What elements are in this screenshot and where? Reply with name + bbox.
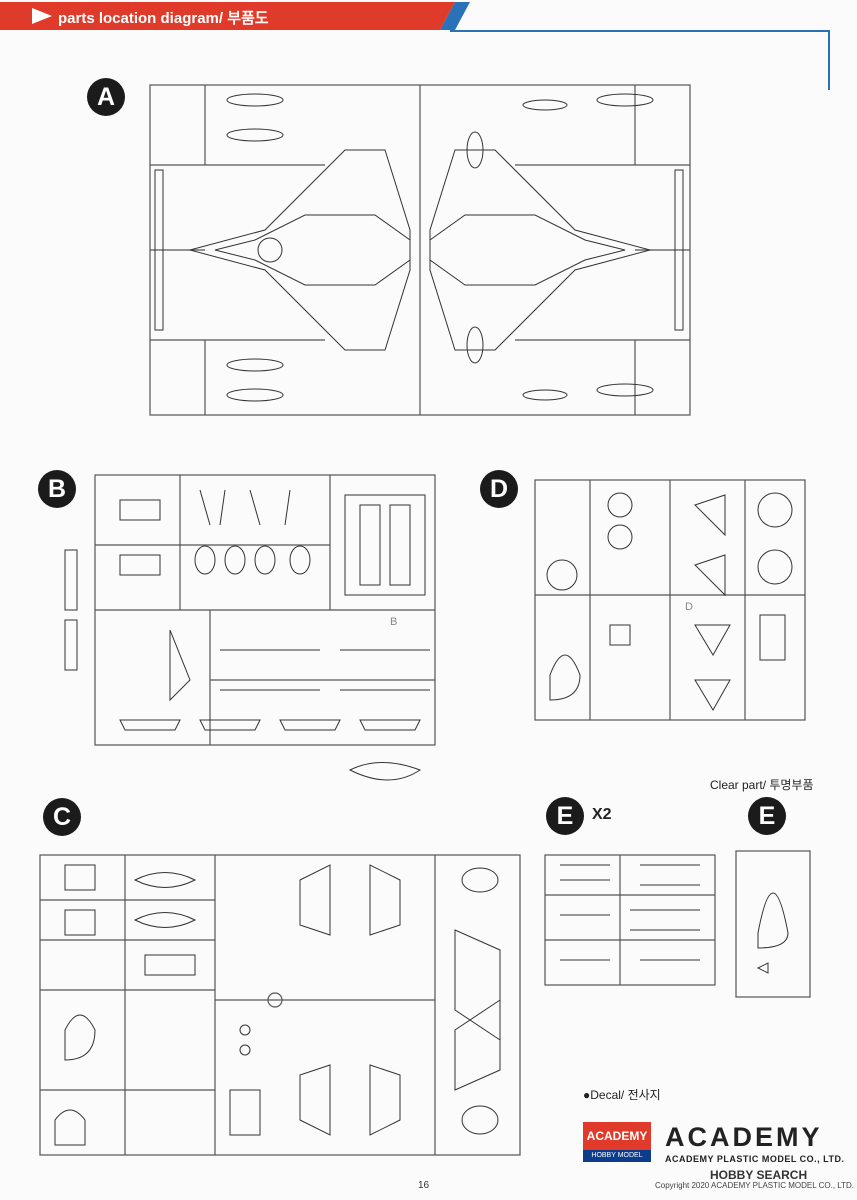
decal-caption: ●Decal/ 전사지 (583, 1088, 661, 1102)
header-rule (450, 30, 830, 32)
sprue-e1 (544, 854, 716, 986)
multiplier-label: X2 (592, 806, 612, 823)
sprue-e2 (735, 850, 811, 998)
brand-name: ACADEMY (665, 1122, 823, 1152)
header-banner (0, 2, 470, 30)
section-label-b: B (38, 470, 76, 508)
clear-part-caption: Clear part/ 투명부품 (710, 778, 814, 792)
section-label-e1: E (546, 797, 584, 835)
sprue-b-letter: B (390, 616, 397, 628)
page-number: 16 (418, 1180, 430, 1191)
page-title: parts location diagram/ 부품도 (58, 10, 269, 27)
sprue-b: B (64, 474, 436, 781)
logo-top-text: ACADEMY (583, 1122, 651, 1150)
page-header: parts location diagram/ 부품도 (0, 0, 470, 32)
watermark: HOBBY SEARCH (710, 1168, 808, 1182)
brand-subtitle: ACADEMY PLASTIC MODEL CO., LTD. (665, 1154, 845, 1164)
sprue-d: D (534, 479, 806, 721)
section-label-c: C (43, 798, 81, 836)
section-label-e2: E (748, 797, 786, 835)
section-label-a: A (87, 78, 125, 116)
sprue-a (149, 84, 691, 416)
copyright: Copyright 2020 ACADEMY PLASTIC MODEL CO.… (655, 1181, 855, 1190)
sprue-d-letter: D (685, 601, 693, 613)
section-label-d: D (480, 470, 518, 508)
academy-logo: ACADEMY HOBBY MODEL KITS (583, 1122, 651, 1171)
logo-bottom-text: HOBBY MODEL KITS (583, 1150, 651, 1171)
header-rule-vertical (828, 30, 830, 90)
arrow-icon (32, 8, 52, 24)
sprue-c (39, 854, 521, 1156)
